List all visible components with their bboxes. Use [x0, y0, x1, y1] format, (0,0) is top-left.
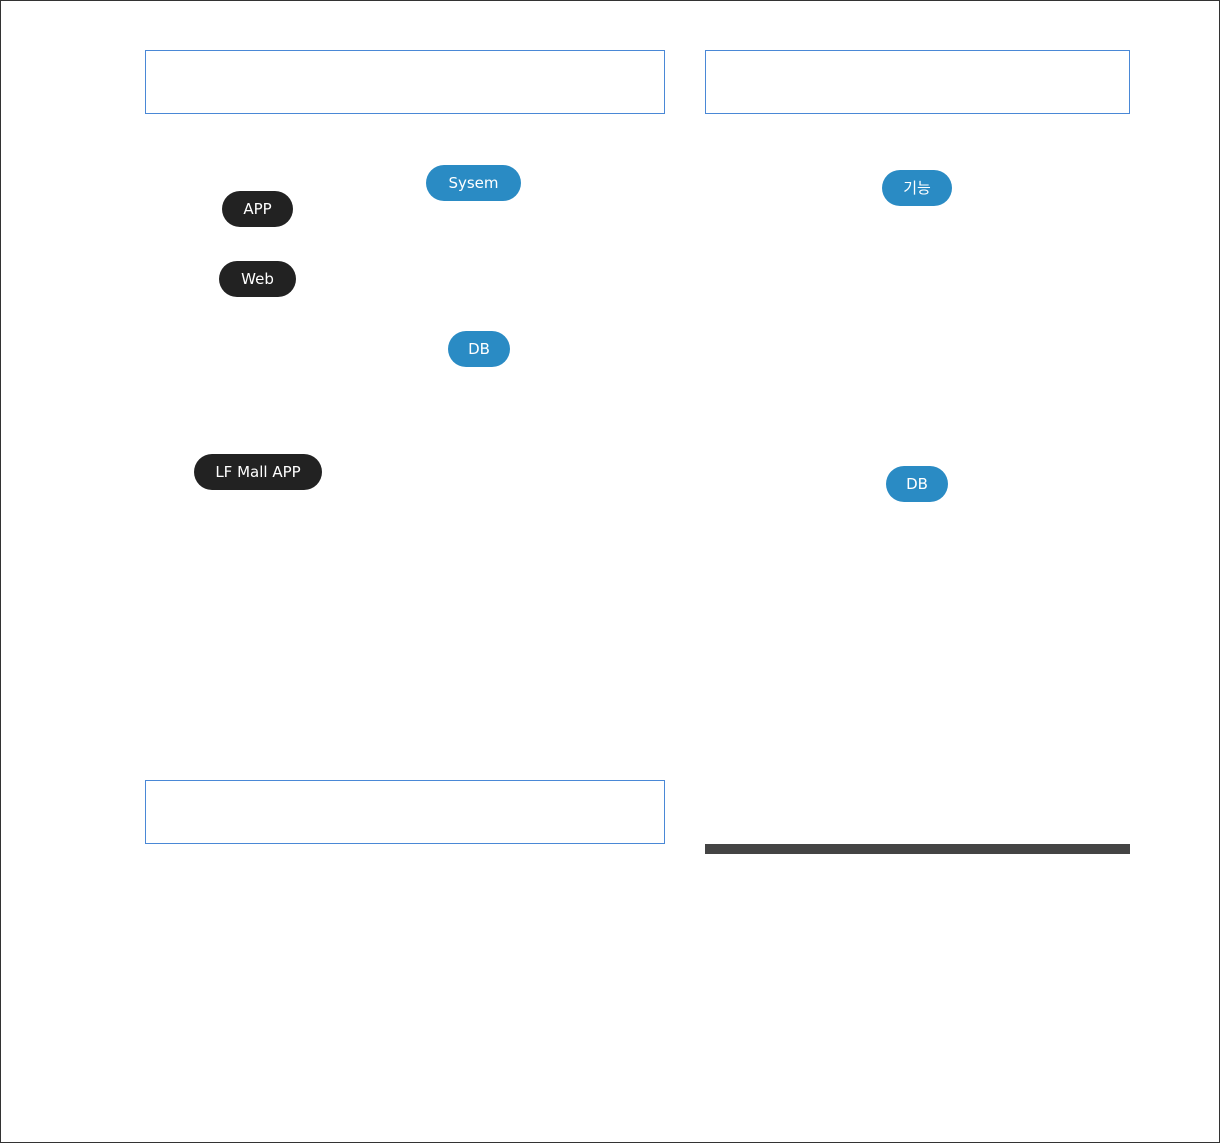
web-pill[interactable]: Web	[219, 261, 296, 297]
sysem-pill[interactable]: Sysem	[426, 165, 521, 201]
db-pill-right[interactable]: DB	[886, 466, 948, 502]
left-top-box	[145, 50, 665, 114]
right-divider-bar	[705, 844, 1130, 854]
feature-pill[interactable]: 기능	[882, 170, 952, 206]
right-top-box	[705, 50, 1130, 114]
db-pill-left[interactable]: DB	[448, 331, 510, 367]
left-bottom-box	[145, 780, 665, 844]
lf-mall-app-pill[interactable]: LF Mall APP	[194, 454, 322, 490]
app-pill[interactable]: APP	[222, 191, 293, 227]
